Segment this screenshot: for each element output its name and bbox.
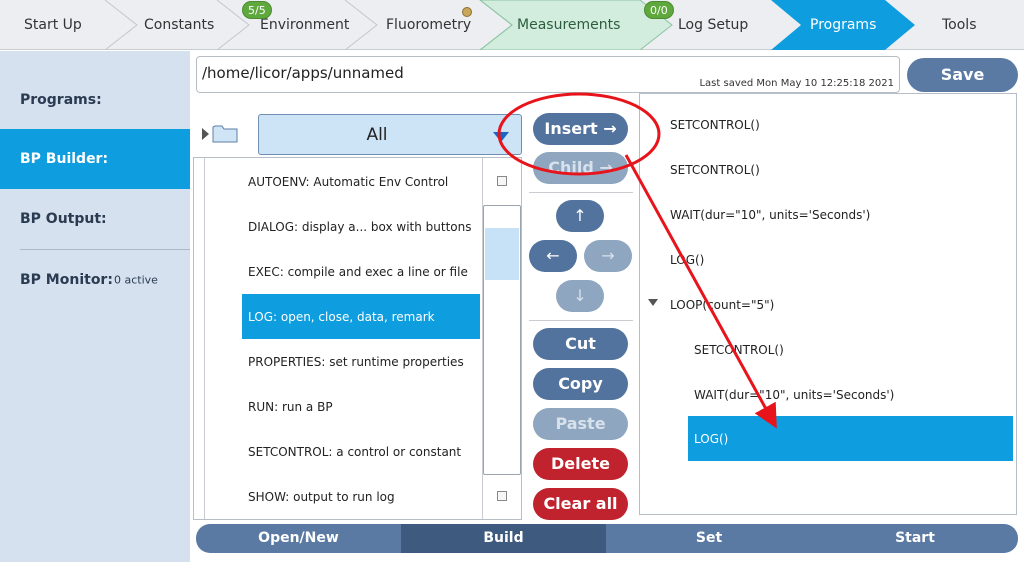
tree-node-selected[interactable]: LOG()	[688, 416, 1013, 461]
sidebar-item-label: BP Builder:	[20, 151, 109, 167]
sidebar-divider	[20, 249, 190, 250]
tab-start-up[interactable]: Start Up	[24, 17, 82, 33]
sidebar-item-programs[interactable]: Programs:	[0, 70, 190, 130]
tab-start[interactable]: Start	[895, 530, 935, 546]
list-item-text: AUTOENV: Automatic Env Control	[248, 174, 449, 189]
collapse-arrow-icon[interactable]	[648, 299, 658, 306]
sidebar-item-label: BP Output:	[20, 211, 107, 227]
move-down-button[interactable]: ↓	[556, 280, 604, 312]
list-item-text: EXEC: compile and exec a line or file	[248, 264, 468, 279]
cut-button[interactable]: Cut	[533, 328, 628, 360]
paste-button[interactable]: Paste	[533, 408, 628, 440]
environment-badge: 5/5	[242, 1, 272, 19]
tree-node[interactable]: WAIT(dur="10", units='Seconds')	[688, 372, 1008, 417]
list-scrollbar[interactable]	[482, 158, 521, 519]
sidebar-item-label: BP Monitor:	[20, 272, 113, 288]
tree-node-loop[interactable]: LOOP(count="5")	[664, 282, 1004, 327]
list-item[interactable]: AUTOENV: Automatic Env Control	[242, 159, 480, 204]
tab-constants[interactable]: Constants	[144, 17, 215, 33]
tree-node-text: WAIT(dur="10", units='Seconds')	[694, 387, 895, 402]
tab-fluorometry[interactable]: Fluorometry	[386, 17, 472, 33]
file-path-field[interactable]: /home/licor/apps/unnamed Last saved Mon …	[196, 56, 900, 93]
list-item-text: DIALOG: display a... box with buttons	[248, 219, 472, 234]
bp-monitor-count: 0 active	[114, 273, 158, 287]
child-button[interactable]: Child →	[533, 152, 628, 184]
list-item-text: SHOW: output to run log	[248, 489, 395, 504]
tab-log-setup[interactable]: Log Setup	[678, 17, 749, 33]
list-item[interactable]: PROPERTIES: set runtime properties	[242, 339, 480, 384]
tree-node-text: LOG()	[670, 252, 705, 267]
tree-node[interactable]: SETCONTROL()	[688, 327, 1008, 372]
copy-button[interactable]: Copy	[533, 368, 628, 400]
tree-node-text: WAIT(dur="10", units='Seconds')	[670, 207, 871, 222]
list-item[interactable]: EXEC: compile and exec a line or file	[242, 249, 480, 294]
chevron-down-icon	[493, 132, 509, 142]
category-selected-value: All	[366, 125, 388, 145]
list-item[interactable]: SETCONTROL: a control or constant	[242, 429, 480, 474]
move-left-button[interactable]: ←	[529, 240, 577, 272]
tree-node-text: SETCONTROL()	[670, 162, 760, 177]
list-item-text: SETCONTROL: a control or constant	[248, 444, 462, 459]
file-path: /home/licor/apps/unnamed	[202, 64, 404, 82]
tab-build[interactable]: Build	[401, 524, 606, 553]
list-item[interactable]: DIALOG: display a... box with buttons	[242, 204, 480, 249]
scroll-up-button[interactable]	[497, 176, 507, 186]
last-saved-text: Last saved Mon May 10 12:25:18 2021	[699, 78, 894, 89]
save-button[interactable]: Save	[907, 58, 1018, 92]
tree-node[interactable]: SETCONTROL()	[664, 102, 1004, 147]
folder-icon[interactable]	[212, 123, 238, 143]
delete-button[interactable]: Delete	[533, 448, 628, 480]
scroll-track[interactable]	[483, 205, 521, 475]
tab-programs[interactable]: Programs	[810, 17, 877, 33]
tab-open-new[interactable]: Open/New	[258, 530, 339, 546]
bottom-tab-bar: Open/New Build Set Start	[196, 524, 1018, 553]
list-item-selected[interactable]: LOG: open, close, data, remark	[242, 294, 480, 339]
command-list: AUTOENV: Automatic Env Control DIALOG: d…	[193, 157, 522, 520]
scroll-down-button[interactable]	[497, 491, 507, 501]
move-up-button[interactable]: ↑	[556, 200, 604, 232]
sidebar-item-bp-builder[interactable]: BP Builder:	[0, 129, 190, 189]
list-item[interactable]: RUN: run a BP	[242, 384, 480, 429]
fluorometry-status-dot	[462, 7, 472, 17]
divider	[529, 192, 633, 193]
tab-environment[interactable]: Environment	[260, 17, 350, 33]
tree-node-text: LOOP(count="5")	[670, 297, 775, 312]
clear-all-button[interactable]: Clear all	[533, 488, 628, 520]
tree-node[interactable]: SETCONTROL()	[664, 147, 1004, 192]
divider	[529, 320, 633, 321]
tree-node-text: LOG()	[694, 431, 729, 446]
list-item-text: LOG: open, close, data, remark	[248, 309, 435, 324]
nav-chevrons	[104, 0, 915, 50]
list-gutter	[204, 158, 205, 519]
move-right-button[interactable]: →	[584, 240, 632, 272]
tab-measurements[interactable]: Measurements	[517, 17, 621, 33]
list-item-text: PROPERTIES: set runtime properties	[248, 354, 464, 369]
tree-node-text: SETCONTROL()	[670, 117, 760, 132]
expand-arrow-icon[interactable]	[202, 128, 209, 140]
sidebar: Programs: BP Builder: BP Output: BP Moni…	[0, 51, 190, 562]
scroll-thumb[interactable]	[485, 228, 519, 280]
tab-tools[interactable]: Tools	[942, 17, 977, 33]
category-dropdown[interactable]: All	[258, 114, 522, 155]
top-navigation: Start Up Constants Environment 5/5 Fluor…	[0, 0, 1024, 50]
program-tree: SETCONTROL() SETCONTROL() WAIT(dur="10",…	[639, 93, 1017, 515]
list-item-text: RUN: run a BP	[248, 399, 333, 414]
tree-node-text: SETCONTROL()	[694, 342, 784, 357]
tree-node[interactable]: WAIT(dur="10", units='Seconds')	[664, 192, 1004, 237]
insert-button[interactable]: Insert →	[533, 113, 628, 145]
list-item[interactable]: SHOW: output to run log	[242, 474, 480, 519]
sidebar-item-bp-output[interactable]: BP Output:	[0, 189, 190, 249]
log-setup-badge: 0/0	[644, 1, 674, 19]
sidebar-item-bp-monitor[interactable]: BP Monitor: 0 active	[0, 250, 190, 310]
sidebar-item-label: Programs:	[20, 92, 102, 108]
tree-node[interactable]: LOG()	[664, 237, 1004, 282]
tab-set[interactable]: Set	[695, 530, 723, 546]
